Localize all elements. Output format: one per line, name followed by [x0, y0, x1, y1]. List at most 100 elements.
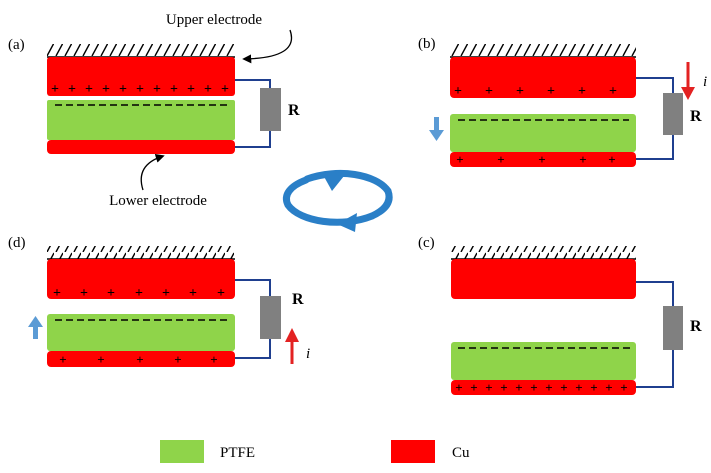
circuit-wire	[636, 281, 674, 388]
svg-text:+: +	[578, 84, 586, 99]
ptfe-layer	[47, 100, 235, 140]
upper-electrode-pointer	[242, 29, 293, 64]
current-arrow-icon	[285, 328, 299, 364]
svg-text:+: +	[53, 286, 61, 301]
svg-text:+: +	[153, 82, 161, 97]
panel-b-label: (b)	[418, 36, 436, 52]
svg-text:+: +	[119, 82, 127, 97]
svg-text:+: +	[217, 286, 225, 301]
current-label: i	[703, 74, 707, 90]
svg-text:+: +	[620, 380, 627, 395]
svg-text:+: +	[107, 286, 115, 301]
current-arrow-icon	[681, 62, 695, 100]
resistor	[260, 296, 281, 339]
legend: PTFE Cu	[160, 440, 470, 463]
panel-a: (a) + + + + + + + + + + + R Upper electr…	[8, 12, 300, 209]
panel-d-label: (d)	[8, 235, 26, 251]
positive-charges-row: + + + + +	[59, 352, 217, 367]
svg-text:+: +	[174, 352, 181, 367]
svg-text:+: +	[51, 82, 59, 97]
circuit-wire	[235, 79, 271, 148]
svg-text:+: +	[560, 380, 567, 395]
svg-text:+: +	[187, 82, 195, 97]
svg-text:+: +	[80, 286, 88, 301]
svg-text:+: +	[221, 82, 229, 97]
svg-text:+: +	[590, 380, 597, 395]
svg-text:+: +	[575, 380, 582, 395]
svg-text:+: +	[136, 82, 144, 97]
fixed-support-hatch	[450, 44, 636, 57]
resistor-label: R	[690, 108, 702, 125]
svg-text:+: +	[609, 84, 617, 99]
legend-label-cu: Cu	[452, 445, 470, 461]
lower-electrode-label: Lower electrode	[109, 193, 207, 209]
positive-charges-row: + + + + +	[456, 152, 615, 167]
positive-charges-row: + + + + + + + + + + +	[51, 82, 229, 97]
svg-text:+: +	[189, 286, 197, 301]
panel-b: (b) + + + + + + + + + + + R i	[418, 36, 707, 167]
upper-electrode	[47, 259, 235, 299]
resistor-label: R	[288, 102, 300, 119]
resistor	[663, 93, 683, 135]
svg-text:+: +	[170, 82, 178, 97]
resistor	[260, 88, 281, 131]
ptfe-layer	[450, 114, 636, 152]
panel-d: (d) + + + + + + + + + + + + R i	[8, 235, 310, 367]
svg-text:+: +	[136, 352, 143, 367]
svg-text:+: +	[516, 84, 524, 99]
svg-text:+: +	[454, 84, 462, 99]
svg-text:+: +	[470, 380, 477, 395]
svg-text:+: +	[162, 286, 170, 301]
upper-electrode	[47, 57, 235, 96]
upper-electrode-label: Upper electrode	[166, 12, 263, 28]
lower-electrode	[451, 380, 636, 395]
svg-text:+: +	[538, 152, 545, 167]
svg-text:+: +	[85, 82, 93, 97]
upper-electrode	[450, 57, 636, 98]
lower-electrode-pointer	[140, 153, 165, 191]
legend-label-ptfe: PTFE	[220, 445, 255, 461]
svg-text:+: +	[68, 82, 76, 97]
svg-text:+: +	[97, 352, 104, 367]
positive-charges-row: + + + + + + + + + + + +	[455, 380, 627, 395]
svg-text:+: +	[497, 152, 504, 167]
svg-text:+: +	[530, 380, 537, 395]
circuit-wire	[235, 279, 271, 359]
resistor	[663, 306, 683, 350]
panel-c: (c) + + + + + + + + + + + + R	[418, 235, 702, 395]
svg-text:+: +	[485, 84, 493, 99]
svg-text:+: +	[605, 380, 612, 395]
fixed-support-hatch	[47, 44, 235, 57]
legend-swatch-ptfe	[160, 440, 204, 463]
svg-text:+: +	[59, 352, 66, 367]
current-label: i	[306, 346, 310, 362]
motion-arrow-icon	[28, 316, 43, 339]
svg-text:+: +	[485, 380, 492, 395]
svg-text:+: +	[515, 380, 522, 395]
resistor-label: R	[292, 291, 304, 308]
fixed-support-hatch	[47, 246, 235, 259]
panel-c-label: (c)	[418, 235, 435, 251]
svg-text:+: +	[547, 84, 555, 99]
circuit-wire	[636, 77, 674, 160]
svg-text:+: +	[102, 82, 110, 97]
lower-electrode	[47, 140, 235, 154]
positive-charges-row: + + + + + +	[454, 84, 617, 99]
svg-text:+: +	[210, 352, 217, 367]
cycle-arrows-icon	[282, 170, 393, 232]
resistor-label: R	[690, 318, 702, 335]
svg-text:+: +	[135, 286, 143, 301]
svg-text:+: +	[608, 152, 615, 167]
svg-text:+: +	[500, 380, 507, 395]
motion-arrow-icon	[429, 117, 444, 141]
legend-swatch-cu	[391, 440, 435, 463]
svg-text:+: +	[579, 152, 586, 167]
ptfe-layer	[47, 314, 235, 351]
ptfe-layer	[451, 342, 636, 380]
lower-electrode	[47, 351, 235, 367]
svg-text:+: +	[545, 380, 552, 395]
fixed-support-hatch	[451, 246, 636, 259]
upper-electrode	[451, 259, 636, 299]
positive-charges-row: + + + + + + +	[53, 286, 225, 301]
